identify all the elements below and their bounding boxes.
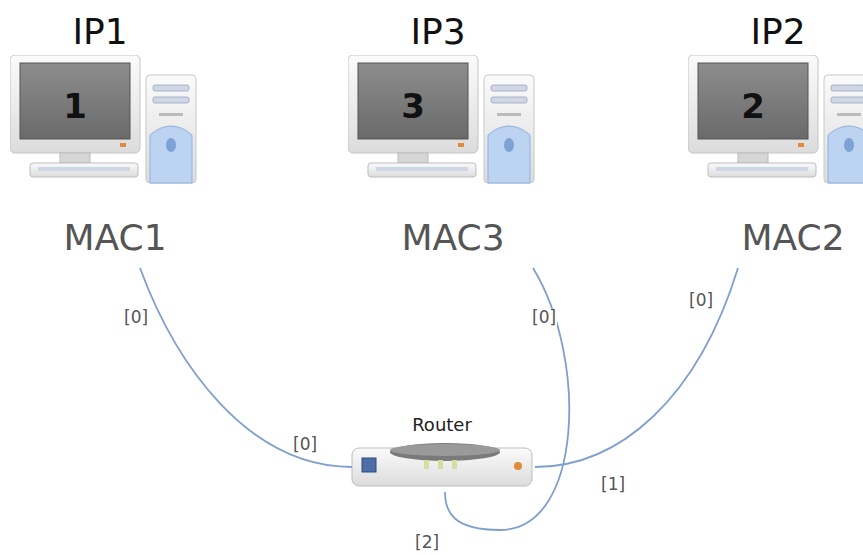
port-number: [0]: [292, 436, 318, 453]
computer: IP2 2MAC2: [678, 8, 858, 266]
network-cable: [445, 268, 569, 530]
router-label: Router: [412, 416, 472, 434]
router: Router: [350, 410, 535, 492]
screen-number: 1: [63, 89, 87, 123]
screen-number: 3: [401, 89, 425, 123]
ip-label: IP1: [72, 14, 127, 50]
ip-label: IP2: [750, 14, 805, 50]
mac-label: MAC3: [401, 220, 504, 256]
ip-label: IP3: [410, 14, 465, 50]
mac-label: MAC1: [63, 220, 166, 256]
port-number: [2]: [414, 534, 440, 551]
network-cable: [535, 268, 738, 467]
computer: IP1 1MAC1: [0, 8, 180, 266]
port-number: [0]: [531, 309, 557, 326]
mac-label: MAC2: [741, 220, 844, 256]
port-number: [0]: [123, 309, 149, 326]
screen-number: 2: [741, 89, 765, 123]
network-cable: [140, 268, 352, 467]
computer: IP3 3MAC3: [338, 8, 518, 266]
port-number: [0]: [688, 292, 714, 309]
router-symbol: [352, 443, 532, 486]
port-number: [1]: [600, 476, 626, 493]
